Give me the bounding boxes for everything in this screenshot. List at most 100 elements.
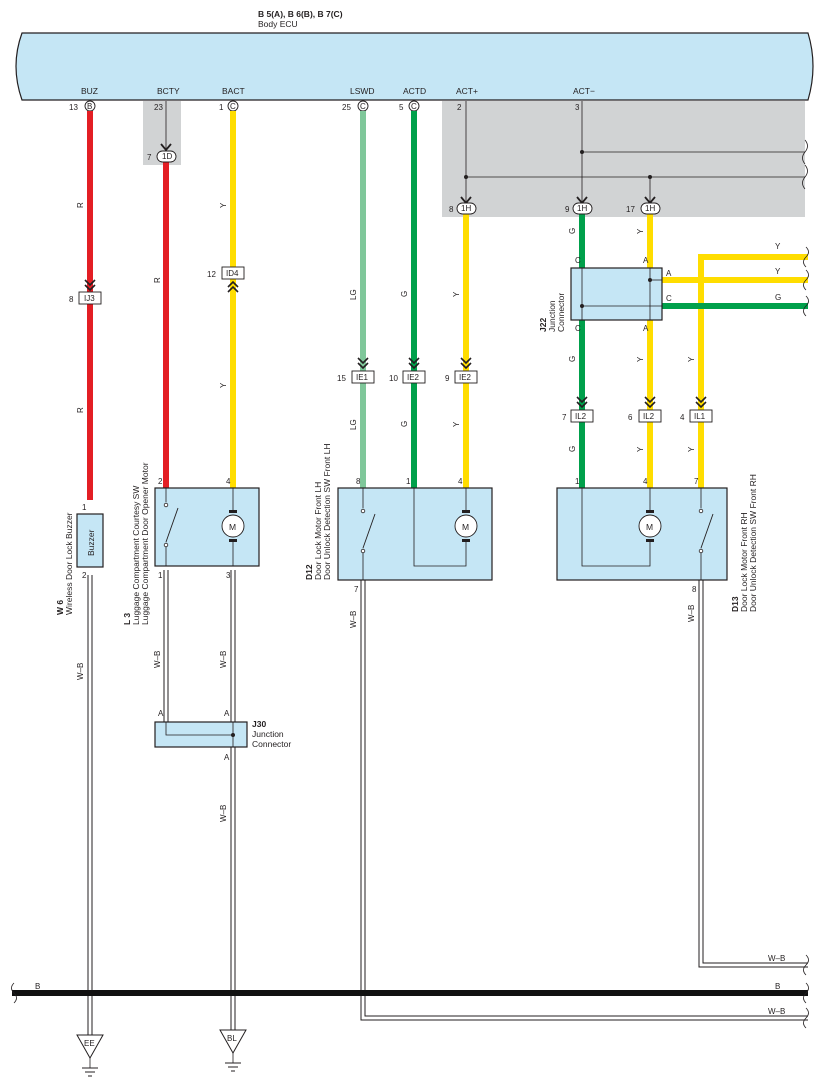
svg-text:D13: D13 [730,596,740,612]
svg-text:Y: Y [452,421,461,427]
connector-il2-6[interactable]: IL2 6 [628,396,662,423]
svg-text:C: C [575,324,581,333]
svg-text:1: 1 [158,571,163,580]
svg-text:C: C [575,256,581,265]
ecu-pin-actd: ACTD [403,86,426,96]
svg-text:G: G [568,446,577,452]
ground-ee[interactable]: EE [76,1034,104,1077]
svg-text:G: G [775,293,781,302]
component-d13[interactable]: 1 4 7 M 8 [556,477,728,594]
label-d12: D12 Door Lock Motor Front LH Door Unlock… [304,443,332,580]
wb-wire-d12[interactable] [360,580,808,1021]
svg-text:8: 8 [692,585,697,594]
svg-text:Y: Y [636,356,645,362]
svg-text:M: M [462,522,469,532]
svg-text:Y: Y [775,267,781,276]
svg-text:2: 2 [158,477,163,486]
svg-text:W–B: W–B [153,651,162,668]
component-j22[interactable]: C A A C C A [570,256,672,333]
ground-bl[interactable]: BL [219,1029,247,1072]
svg-text:2: 2 [82,571,87,580]
svg-text:Connector: Connector [252,739,291,749]
wire-yellow-il1[interactable] [698,254,808,490]
terminal-num: 1 [219,103,224,112]
ecu-pin-bcty: BCTY [157,86,180,96]
terminal-num: 3 [575,103,580,112]
svg-text:Junction: Junction [547,300,557,332]
shaded-area-act [442,101,805,217]
svg-text:8: 8 [356,477,361,486]
svg-text:BL: BL [227,1034,237,1043]
connector-1h-17[interactable]: 1H 17 [626,196,661,215]
svg-text:8: 8 [69,295,74,304]
svg-text:C: C [666,294,672,303]
wb-wires [87,570,808,1040]
terminal-num: 13 [69,103,78,112]
svg-text:IL1: IL1 [694,412,706,421]
svg-text:Door Unlock Detection SW Front: Door Unlock Detection SW Front RH [748,474,758,612]
wb-wire-d13[interactable] [698,580,808,968]
svg-text:IJ3: IJ3 [84,294,95,303]
connector-ie2-9[interactable]: IE2 9 [445,357,478,384]
component-w6-buzzer[interactable]: 1 Buzzer 2 [76,503,104,580]
svg-text:Door Lock Motor Front RH: Door Lock Motor Front RH [739,512,749,612]
connector-ij3[interactable]: IJ3 8 [69,279,102,305]
svg-text:1D: 1D [162,152,172,161]
svg-text:LG: LG [349,289,358,300]
svg-text:Y: Y [636,446,645,452]
svg-text:M: M [229,522,236,532]
svg-text:EE: EE [84,1039,95,1048]
connector-ie1[interactable]: IE1 15 [337,357,375,384]
svg-text:R: R [76,202,85,208]
svg-text:W–B: W–B [219,651,228,668]
svg-text:6: 6 [628,413,633,422]
connector-ie2-10[interactable]: IE2 10 [389,357,426,384]
connector-il2-7[interactable]: IL2 7 [562,396,594,423]
svg-text:10: 10 [389,374,398,383]
svg-text:Y: Y [636,228,645,234]
connector-id4[interactable]: ID4 12 [207,266,245,293]
svg-text:7: 7 [562,413,567,422]
svg-text:R: R [76,407,85,413]
svg-text:G: G [568,228,577,234]
wire-color-labels: R R R Y Y LG LG G G Y Y G G G Y Y Y Y Y … [35,202,785,1016]
ecu-pin-act-minus: ACT− [573,86,595,96]
svg-text:J30: J30 [252,719,266,729]
connector-1h-9[interactable]: 1H 9 [565,196,593,215]
component-d12[interactable]: 8 1 4 M 7 [337,477,493,594]
svg-text:D12: D12 [304,564,314,580]
terminal-conn: C [411,102,417,111]
connector-1h-8[interactable]: 1H 8 [449,196,477,215]
body-ecu-box[interactable] [15,32,814,101]
svg-text:1: 1 [575,477,580,486]
svg-text:LG: LG [349,419,358,430]
svg-text:IL2: IL2 [643,412,655,421]
connector-il1[interactable]: IL1 4 [680,396,713,423]
svg-text:17: 17 [626,205,635,214]
component-j30[interactable]: A A A [154,709,248,762]
svg-text:A: A [643,256,649,265]
svg-text:Wireless Door Lock Buzzer: Wireless Door Lock Buzzer [64,512,74,615]
component-l3[interactable]: 2 4 M 1 3 [154,477,260,580]
terminal-num: 2 [457,103,462,112]
svg-text:4: 4 [680,413,685,422]
svg-text:8: 8 [449,205,454,214]
svg-text:A: A [224,709,230,718]
svg-text:B: B [35,982,40,991]
ecu-name: Body ECU [258,19,298,29]
svg-text:7: 7 [147,153,152,162]
svg-text:Y: Y [775,242,781,251]
ecu-pin-buz: BUZ [81,86,98,96]
label-w6: W 6 Wireless Door Lock Buzzer [55,512,74,615]
svg-text:IE2: IE2 [407,373,420,382]
svg-text:1H: 1H [645,204,655,213]
svg-text:Y: Y [219,202,228,208]
wb-wire-d13-core [699,580,808,967]
terminal-conn: B [87,102,92,111]
motor-icon [221,514,245,538]
svg-text:1: 1 [82,503,87,512]
connector-1d[interactable]: 1D 7 [147,143,177,163]
svg-text:A: A [666,269,672,278]
svg-text:Y: Y [452,291,461,297]
